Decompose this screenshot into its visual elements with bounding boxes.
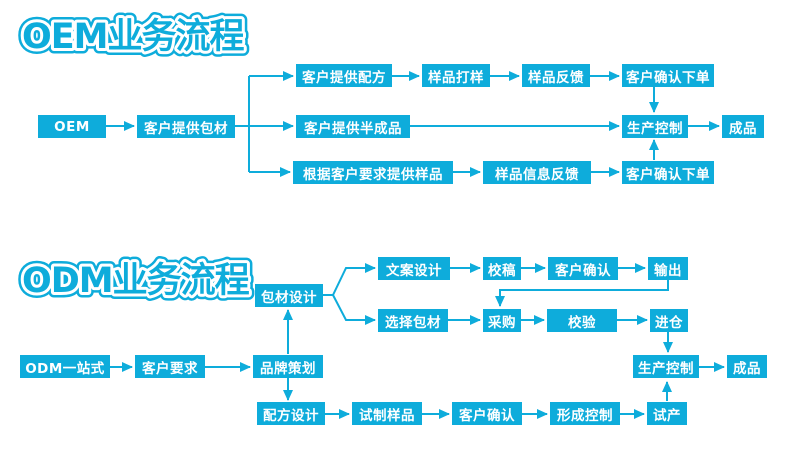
odm-node-verification: 校验 [547,309,617,332]
arrow-output-to-purchasing [495,280,669,307]
oem-node-sample-feedback: 样品反馈 [522,64,590,87]
odm-node-customer-requirements: 客户要求 [135,355,205,378]
odm-node-copy-design: 文案设计 [378,257,450,280]
oem-section-title: OEM业务流程 OEM业务流程 OEM业务流程 [17,12,251,63]
odm-node-trial-samples: 试制样品 [352,402,422,425]
odm-node-production-control: 生产控制 [633,355,699,378]
oem-node-confirm-order-top: 客户确认下单 [622,64,714,87]
arrow-packaging-design-to-select-packaging [332,294,376,325]
odm-title-white-stroke: ODM业务流程 [22,261,250,301]
odm-node-finished-product: 成品 [727,355,767,378]
oem-title-outline: OEM业务流程 [22,17,244,57]
oem-node-provide-formula: 客户提供配方 [296,64,392,87]
oem-node-start: OEM [38,115,106,138]
oem-node-provide-packaging: 客户提供包材 [137,115,235,138]
oem-node-finished-product: 成品 [722,115,764,138]
arrow-packaging-design-to-copy-design [323,263,376,296]
odm-node-trial-production: 试产 [647,402,687,425]
oem-node-production-control: 生产控制 [622,115,688,138]
odm-node-output: 输出 [648,257,688,280]
oem-node-confirm-order-bottom: 客户确认下单 [622,161,714,184]
odm-title-text: ODM业务流程 [22,261,250,301]
oem-node-provide-semifinished: 客户提供半成品 [296,115,410,138]
oem-node-sample-info-feedback: 样品信息反馈 [483,161,591,184]
odm-node-forming-control: 形成控制 [550,402,620,425]
odm-node-start: ODM一站式 [20,355,110,378]
odm-node-customer-confirm-1: 客户确认 [548,257,618,280]
odm-node-formula-design: 配方设计 [257,402,325,425]
odm-node-customer-confirm-2: 客户确认 [452,402,522,425]
odm-node-warehousing: 进仓 [650,309,688,332]
odm-node-packaging-design: 包材设计 [255,284,323,307]
odm-title-outline: ODM业务流程 [22,261,250,301]
odm-node-proofreading: 校稿 [483,257,521,280]
oem-node-samples-on-request: 根据客户要求提供样品 [293,161,453,184]
odm-node-select-packaging: 选择包材 [378,309,448,332]
oem-title-text: OEM业务流程 [22,17,244,57]
odm-node-purchasing: 采购 [483,309,521,332]
oem-node-sample-making: 样品打样 [422,64,490,87]
odm-node-brand-planning: 品牌策划 [253,355,323,378]
oem-title-white-stroke: OEM业务流程 [22,17,244,57]
odm-section-title: ODM业务流程 ODM业务流程 ODM业务流程 [17,256,257,307]
